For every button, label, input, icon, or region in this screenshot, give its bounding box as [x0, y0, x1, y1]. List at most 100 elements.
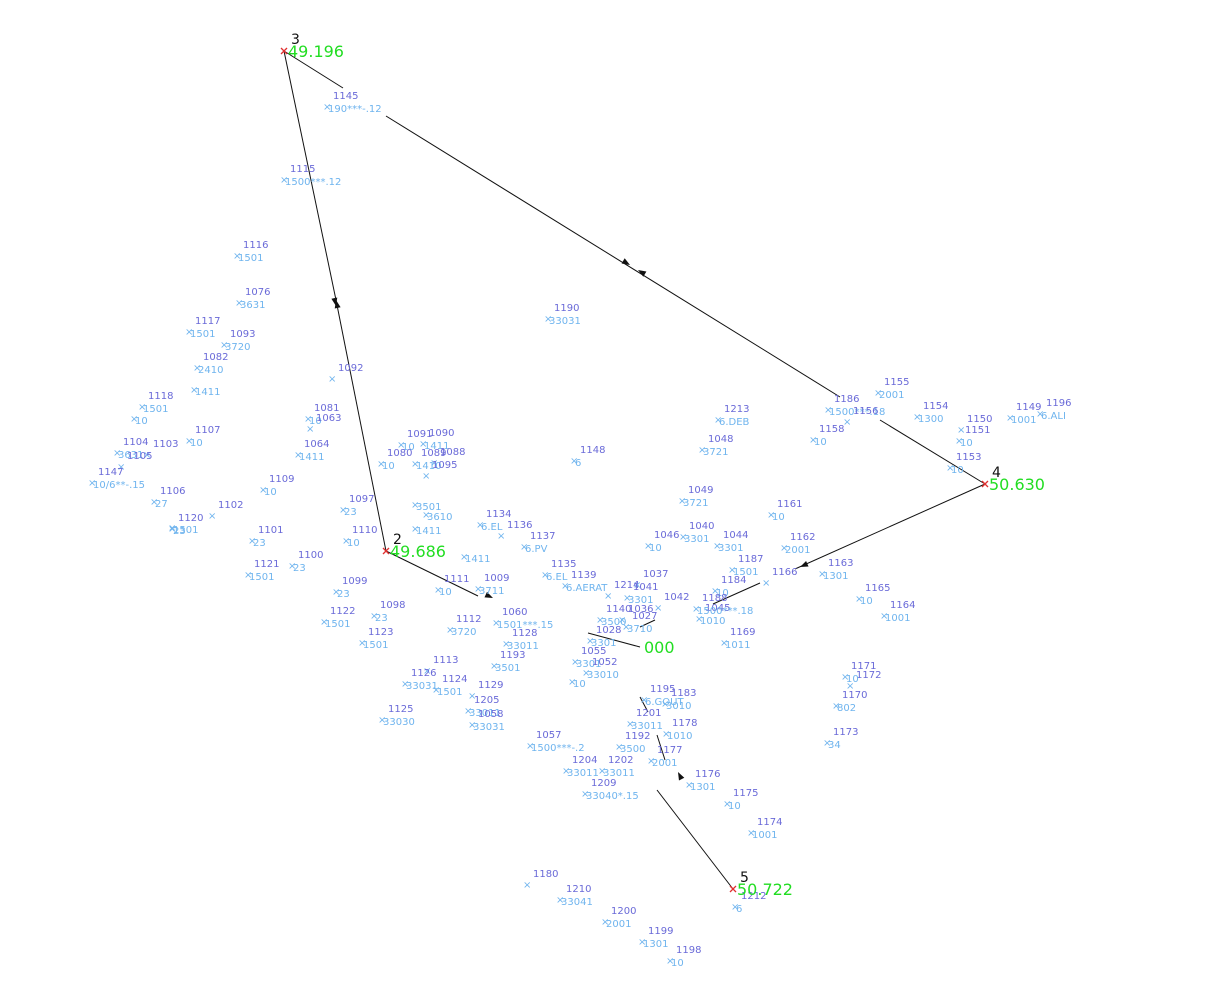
dot-marker-icon: ×	[474, 584, 482, 595]
dot-marker-icon: ×	[723, 799, 731, 810]
station: 550.722	[729, 870, 793, 899]
point-code: 23	[293, 563, 306, 574]
point-code: 1010	[667, 731, 692, 742]
dot-marker-icon: ×	[138, 402, 146, 413]
station-number: 5	[740, 870, 749, 886]
survey-point: ×1501	[168, 523, 198, 536]
traverse-line	[656, 734, 666, 761]
dot-marker-icon: ×	[562, 766, 570, 777]
point-id: 1046	[654, 530, 679, 541]
point-code: 10	[135, 416, 148, 427]
point-code: 33031	[406, 681, 438, 692]
dot-marker-icon: ×	[728, 565, 736, 576]
point-code: 33011	[603, 768, 635, 779]
dot-marker-icon: ×	[150, 497, 158, 508]
point-code: 1411	[465, 554, 490, 565]
dot-marker-icon: ×	[432, 685, 440, 696]
arrowhead-icon	[638, 270, 647, 277]
point-id: 1163	[828, 558, 853, 569]
dot-marker-icon: ×	[233, 251, 241, 262]
dot-marker-icon: ×	[185, 327, 193, 338]
dot-marker-icon: ×	[955, 436, 963, 447]
dot-marker-icon: ×	[476, 520, 484, 531]
dot-marker-icon: ×	[731, 902, 739, 913]
point-id: 1147	[98, 467, 123, 478]
dot-marker-icon: ×	[280, 175, 288, 186]
point-code: 1500***.18	[829, 407, 885, 418]
dot-marker-icon: ×	[666, 956, 674, 967]
dot-marker-icon: ×	[824, 405, 832, 416]
survey-point: ×3610	[422, 510, 452, 523]
point-id: 1156	[853, 406, 878, 417]
point-id: 1128	[512, 628, 537, 639]
station-elevation: 50.630	[989, 475, 1045, 494]
dot-marker-icon: ×	[570, 456, 578, 467]
point-id: 1199	[648, 926, 673, 937]
point-code: 33040*.15	[586, 791, 639, 802]
point-id: 1183	[671, 688, 696, 699]
station-elevation: 49.686	[390, 542, 446, 561]
point-id: 1135	[551, 559, 576, 570]
survey-point: ×1103	[143, 439, 178, 461]
dot-marker-icon: ×	[747, 828, 755, 839]
dot-marker-icon: ×	[113, 448, 121, 459]
dot-marker-icon: ×	[328, 374, 336, 385]
point-code: 33011	[507, 641, 539, 652]
traverse-line	[335, 299, 387, 552]
point-id: 1107	[195, 425, 220, 436]
point-id: 1110	[352, 525, 377, 536]
point-id: 1102	[218, 500, 243, 511]
point-id: 1196	[1046, 398, 1071, 409]
point-code: 1301	[643, 939, 668, 950]
traverse-line	[794, 483, 986, 570]
point-code: 3720	[451, 627, 476, 638]
point-code: 1011	[725, 640, 750, 651]
point-id: 1111	[444, 574, 469, 585]
point-id: 1136	[507, 520, 532, 531]
point-id: 1098	[380, 600, 405, 611]
dot-marker-icon: ×	[714, 415, 722, 426]
point-id: 1115	[290, 164, 315, 175]
point-code: 1501	[363, 640, 388, 651]
dot-marker-icon: ×	[419, 439, 427, 450]
point-id: 1125	[388, 704, 413, 715]
survey-point: ×1088	[430, 447, 465, 469]
dot-marker-icon: ×	[713, 541, 721, 552]
point-id: 1154	[923, 401, 948, 412]
point-id: 1200	[611, 906, 636, 917]
traverse-line	[587, 632, 641, 648]
dot-marker-icon: ×	[117, 462, 125, 473]
point-code: 3631	[240, 300, 265, 311]
point-code: 1500***.18	[697, 606, 753, 617]
point-id: 1041	[633, 582, 658, 593]
survey-point: ×1180	[523, 869, 558, 891]
point-id: 1212	[741, 891, 766, 902]
point-code: 33010	[587, 670, 619, 681]
traverse-line	[656, 789, 734, 890]
point-code: 33031	[549, 316, 581, 327]
point-id: 1104	[123, 437, 148, 448]
point-code: 1411	[416, 526, 441, 537]
dot-marker-icon: ×	[618, 615, 626, 626]
dot-marker-icon: ×	[544, 314, 552, 325]
